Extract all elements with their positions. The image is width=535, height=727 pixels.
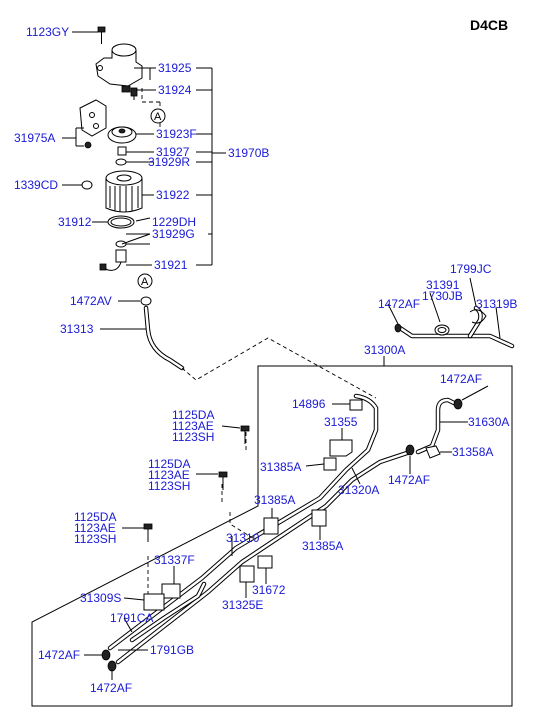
label-1123ae-2: 1123AE — [148, 468, 190, 482]
label-1339cd: 1339CD — [14, 178, 58, 192]
label-1123sh-2: 1123SH — [148, 479, 190, 493]
label-1123sh-3: 1123SH — [74, 532, 116, 546]
label-1123sh-1: 1123SH — [172, 430, 214, 444]
bracket-31325e — [239, 565, 255, 583]
label-1229dh: 1229DH — [152, 215, 196, 229]
label-31923f: 31923F — [156, 127, 197, 141]
filter-element-31922 — [105, 170, 143, 213]
label-31300a: 31300A — [364, 343, 405, 357]
label-14896: 14896 — [292, 397, 326, 411]
label-31385a-3: 31385A — [302, 539, 343, 553]
label-1791gb: 1791GB — [150, 643, 194, 657]
label-31309s: 31309S — [80, 591, 121, 605]
label-1472af-r1: 1472AF — [440, 372, 482, 386]
cover-31923f — [107, 126, 137, 144]
label-31672: 31672 — [252, 583, 286, 597]
label-31924: 31924 — [158, 83, 192, 97]
main-box-outline — [31, 365, 513, 707]
label-31355: 31355 — [324, 415, 358, 429]
clip-31385a-2 — [263, 517, 279, 535]
labels: 1123GY 31925 31924 31975A 31923F 31927 3… — [14, 25, 517, 695]
sensor-31924 — [130, 87, 138, 100]
fuel-filter-assembly — [79, 26, 161, 271]
label-1799jc: 1799JC — [450, 262, 492, 276]
label-31337f: 31337F — [154, 553, 195, 567]
clip-31672 — [257, 555, 273, 569]
label-31912: 31912 — [58, 215, 92, 229]
label-1791ca: 1791CA — [110, 611, 153, 625]
label-1123ae-1: 1123AE — [172, 419, 214, 433]
label-31385a-1: 31385A — [260, 460, 301, 474]
label-31630a: 31630A — [468, 415, 509, 429]
label-31929r: 31929R — [148, 155, 190, 169]
label-1472af-r2: 1472AF — [388, 473, 430, 487]
label-31391: 31391 — [426, 278, 460, 292]
label-31929g: 31929G — [152, 227, 195, 241]
label-1472af-b1: 1472AF — [38, 648, 80, 662]
filter-head-31925 — [95, 43, 151, 93]
sensor-31921 — [99, 249, 127, 271]
o-ring-31929g — [115, 240, 127, 248]
bolts — [143, 425, 250, 542]
label-1472af-b2: 1472AF — [90, 681, 132, 695]
bracket-31337f — [161, 583, 181, 599]
label-1123gy: 1123GY — [26, 25, 69, 39]
label-31925: 31925 — [158, 61, 192, 75]
plug-31927 — [117, 146, 127, 156]
label-31385a-2: 31385A — [254, 493, 295, 507]
nut-1339cd — [81, 180, 93, 190]
label-31319b: 31319B — [476, 297, 517, 311]
clamp-1472af-b2 — [107, 660, 117, 672]
main-fuel-pipes — [107, 393, 459, 665]
label-31310: 31310 — [226, 531, 260, 545]
engine-code: D4CB — [470, 17, 508, 33]
label-31320a: 31320A — [338, 483, 379, 497]
callout-a-top: A — [150, 108, 166, 124]
label-1125da-3: 1125DA — [74, 510, 116, 524]
label-31927: 31927 — [156, 145, 190, 159]
bolt-1123gy — [97, 26, 106, 44]
label-31921: 31921 — [154, 258, 188, 272]
leader-lines-top — [62, 31, 156, 266]
label-1125da-2: 1125DA — [148, 457, 190, 471]
label-1730jb: 1730JB — [422, 289, 463, 303]
clip-1799jc — [469, 309, 487, 324]
bracket-31309s — [143, 593, 165, 611]
clip-14896 — [349, 399, 363, 411]
bracket-31975a — [79, 99, 107, 149]
callout-a-mid: A — [137, 273, 153, 289]
label-31325e: 31325E — [222, 598, 263, 612]
label-1472af-top: 1472AF — [378, 297, 420, 311]
clip-31385a-1 — [323, 457, 337, 471]
label-31970b: 31970B — [228, 146, 269, 160]
pipe-31319b-assembly — [387, 277, 515, 349]
clip-31385a-3 — [311, 509, 327, 527]
label-31975a: 31975A — [14, 131, 55, 145]
clamp-31912 — [107, 215, 151, 229]
grommet-1730jb — [434, 324, 450, 336]
label-31922: 31922 — [156, 188, 190, 202]
connector-31358a — [425, 445, 441, 459]
label-1472av: 1472AV — [70, 294, 112, 308]
label-1125da-1: 1125DA — [172, 408, 214, 422]
label-1123ae-3: 1123AE — [74, 521, 116, 535]
clamp-1472af-r1 — [453, 398, 463, 410]
svg-text:A: A — [141, 276, 149, 288]
o-ring-31929r — [115, 158, 127, 166]
bracket-31355 — [329, 439, 353, 457]
hose-31313 — [100, 296, 185, 371]
svg-text:A: A — [154, 111, 162, 123]
label-31358a: 31358A — [452, 445, 493, 459]
group-bracket-31970b — [196, 67, 226, 266]
clamp-1472af-b1 — [101, 649, 111, 661]
label-31313: 31313 — [60, 322, 94, 336]
clamp-1472af-r2 — [405, 444, 415, 456]
leader-lines-box — [84, 385, 489, 680]
box-parts — [101, 398, 463, 672]
